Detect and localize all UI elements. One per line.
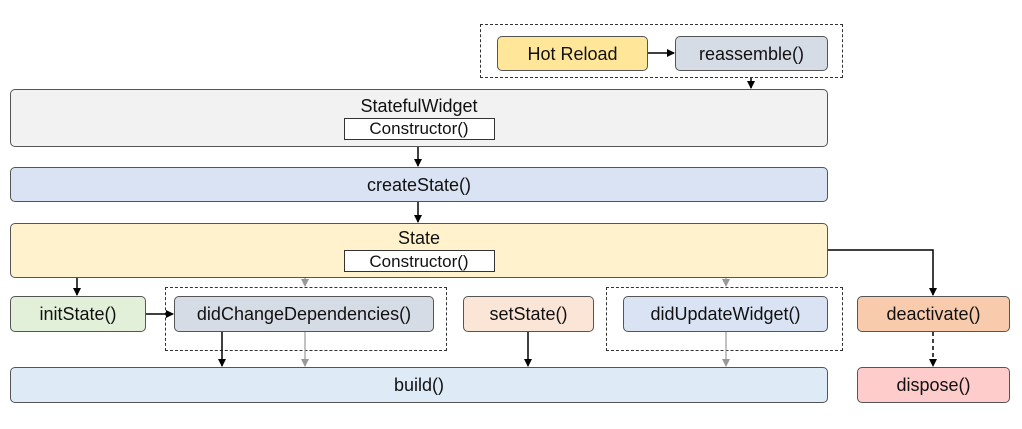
state-constructor-label: Constructor(): [369, 251, 469, 271]
did-change-dependencies-group: [165, 287, 447, 351]
set-state-label: setState(): [489, 304, 568, 324]
build-label: build(): [393, 375, 445, 395]
hot-reload-label: Hot Reload: [527, 43, 618, 64]
did-update-widget-label: didUpdateWidget(): [650, 304, 801, 324]
arrow-state-to-deactivate: [828, 249, 937, 296]
init-state-label: initState(): [39, 304, 117, 324]
state-constructor: Constructor(): [343, 250, 495, 272]
hot-reload-node: Hot Reload: [497, 36, 648, 71]
dispose-label: dispose(): [896, 375, 971, 395]
did-change-dependencies-node: didChangeDependencies(): [174, 296, 434, 332]
did-change-dependencies-label: didChangeDependencies(): [196, 304, 412, 324]
state-node: State Constructor(): [10, 223, 828, 278]
dispose-node: dispose(): [857, 367, 1010, 403]
deactivate-node: deactivate(): [857, 296, 1010, 332]
deactivate-label: deactivate(): [886, 304, 981, 324]
stateful-widget-constructor-label: Constructor(): [369, 119, 469, 138]
state-title: State: [397, 228, 441, 248]
create-state-label: createState(): [366, 174, 472, 195]
init-state-node: initState(): [10, 296, 146, 332]
create-state-node: createState(): [10, 167, 828, 202]
build-node: build(): [10, 367, 828, 403]
set-state-node: setState(): [463, 296, 594, 332]
reassemble-label: reassemble(): [698, 43, 805, 64]
reassemble-node: reassemble(): [675, 36, 828, 71]
did-update-widget-group: [606, 287, 843, 351]
stateful-widget-title: StatefulWidget: [360, 95, 478, 116]
stateful-widget-node: StatefulWidget Constructor(): [10, 89, 828, 147]
hot-reload-group: [480, 24, 843, 78]
did-update-widget-node: didUpdateWidget(): [623, 296, 828, 332]
stateful-widget-constructor: Constructor(): [343, 117, 495, 140]
